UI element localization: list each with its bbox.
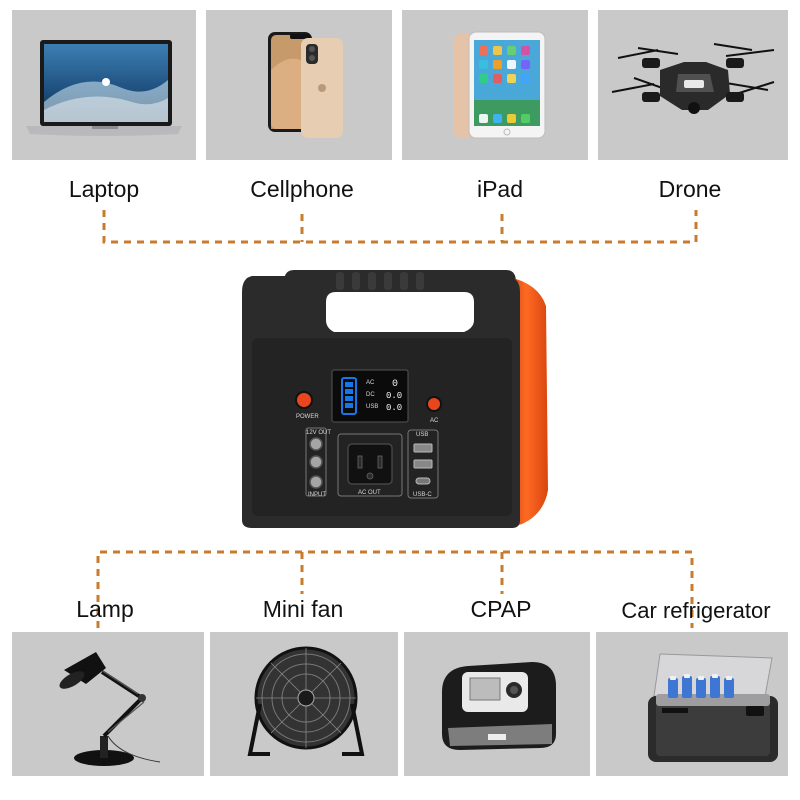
power-station: AC DC USB 0 0.0 0.0 POWER AC 12V OUT INP… <box>242 270 548 528</box>
lamp-label: Lamp <box>76 596 134 622</box>
ipad-panel <box>402 10 588 160</box>
laptop-panel <box>12 10 196 160</box>
cellphone-panel <box>206 10 392 160</box>
ac-label: AC <box>430 418 439 424</box>
car-refrigerator-label: Car refrigerator <box>621 598 771 623</box>
cpap-panel <box>404 632 590 776</box>
lcd-label-ac: AC <box>366 380 375 386</box>
lcd-label-dc: DC <box>366 392 375 398</box>
dc-out-label: 12V OUT <box>306 430 331 436</box>
usb-c-label: USB-C <box>413 492 432 498</box>
lcd-value-dc: 0.0 <box>386 391 402 401</box>
laptop-icon <box>26 40 182 136</box>
lcd-value-ac: 0 <box>392 379 398 390</box>
power-label: POWER <box>296 414 319 420</box>
ac-out-label: AC OUT <box>358 490 381 496</box>
drone-icon <box>611 43 775 114</box>
car-refrigerator-panel <box>596 632 788 776</box>
lamp-icon <box>59 652 161 766</box>
cpap-icon <box>442 662 556 750</box>
usb-port-2[interactable] <box>413 459 433 469</box>
ac-outlet[interactable] <box>347 443 393 485</box>
cpap-label: CPAP <box>470 596 532 622</box>
ipad-icon <box>454 31 546 139</box>
drone-label: Drone <box>658 176 722 202</box>
usb-port-1[interactable] <box>413 443 433 453</box>
drone-panel <box>598 10 788 160</box>
lcd-value-usb: 0.0 <box>386 403 402 413</box>
ipad-label: iPad <box>476 176 524 202</box>
lamp-panel <box>12 632 204 776</box>
usb-c-port[interactable] <box>415 477 431 485</box>
power-button[interactable] <box>295 391 313 409</box>
usb-panel: USB USB-C <box>407 429 439 499</box>
handle <box>284 270 516 328</box>
laptop-label: Laptop <box>68 176 140 202</box>
input-port[interactable] <box>309 475 323 489</box>
mini-fan-label: Mini fan <box>262 596 344 622</box>
fan-icon <box>247 646 365 756</box>
cellphone-label: Cellphone <box>250 176 354 202</box>
input-label: INPUT <box>308 492 326 498</box>
ac-outlet-panel: AC OUT <box>337 433 403 497</box>
refrigerator-icon <box>648 653 778 762</box>
cellphone-icon <box>268 32 343 138</box>
dc-port-1[interactable] <box>309 437 323 451</box>
mini-fan-panel <box>210 632 398 776</box>
dc-output-panel: 12V OUT INPUT <box>305 427 331 498</box>
lcd-display: AC DC USB 0 0.0 0.0 <box>331 369 409 423</box>
ac-button[interactable] <box>426 396 442 412</box>
dc-port-2[interactable] <box>309 455 323 469</box>
lcd-label-usb: USB <box>366 404 378 410</box>
usb-label: USB <box>416 432 428 438</box>
